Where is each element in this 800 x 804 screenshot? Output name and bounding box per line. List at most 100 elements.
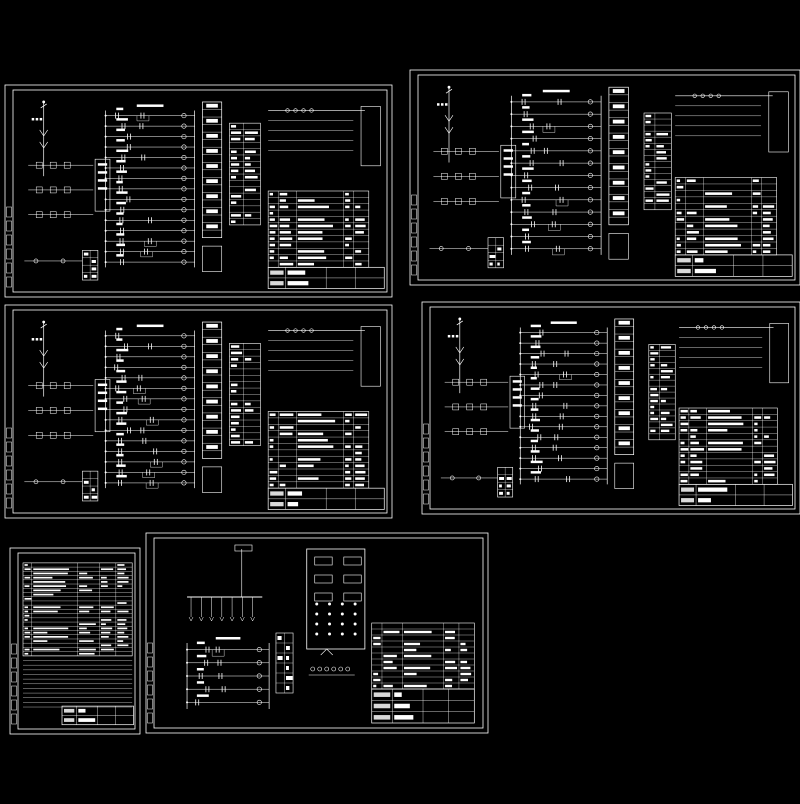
text-mark: [33, 636, 69, 638]
text-mark: [445, 660, 456, 664]
coil-symbol: [60, 479, 66, 485]
text-mark: [708, 409, 730, 413]
text-mark: [690, 435, 696, 438]
text-mark: [373, 642, 381, 646]
text-mark: [618, 426, 630, 431]
coil-symbol: [256, 686, 262, 692]
text-mark: [24, 627, 28, 630]
text-mark: [279, 413, 294, 416]
text-mark: [680, 409, 688, 413]
coil-symbol: [587, 123, 593, 129]
text-mark: [762, 218, 773, 221]
transformer-symbol: [39, 349, 48, 357]
text-mark: [297, 464, 314, 468]
text-mark: [196, 641, 205, 645]
text-mark: [100, 623, 106, 626]
text-mark: [279, 218, 291, 221]
sheet-inner-border: [12, 309, 388, 514]
text-mark: [279, 262, 294, 266]
text-mark: [206, 399, 218, 404]
coil-symbol: [285, 328, 290, 333]
text-mark: [117, 581, 129, 583]
text-mark: [394, 715, 414, 720]
text-mark: [404, 666, 431, 670]
coil-symbol: [587, 148, 593, 154]
text-mark: [345, 445, 351, 448]
text-mark: [24, 610, 29, 613]
text-mark: [441, 103, 444, 106]
text-mark: [100, 585, 108, 587]
text-mark: [206, 209, 218, 214]
text-mark: [116, 327, 123, 331]
text-mark: [764, 467, 773, 470]
coil-symbol: [181, 469, 187, 475]
text-mark: [345, 432, 352, 436]
text-mark: [530, 418, 540, 422]
text-mark: [612, 165, 625, 170]
text-mark: [35, 117, 39, 121]
node-dot: [519, 352, 522, 355]
text-mark: [355, 218, 365, 221]
text-mark: [297, 432, 324, 436]
text-mark: [286, 656, 290, 660]
text-mark: [447, 334, 451, 338]
text-mark: [24, 648, 30, 651]
text-mark: [116, 359, 124, 362]
relay-contact: [63, 161, 71, 169]
node-dot: [104, 460, 107, 463]
margin-cell: [411, 250, 417, 262]
relay-contact: [455, 173, 462, 180]
relay-contact: [441, 198, 448, 205]
text-mark: [618, 381, 630, 385]
relay-contact: [441, 148, 448, 155]
text-mark: [660, 364, 668, 367]
text-mark: [754, 422, 758, 426]
text-mark: [206, 224, 218, 229]
text-mark: [522, 191, 531, 195]
text-mark: [269, 211, 274, 215]
text-mark: [530, 335, 542, 338]
coil-symbol: [594, 372, 600, 378]
text-mark: [79, 648, 96, 651]
text-mark: [705, 250, 728, 253]
margin-cell: [6, 455, 12, 467]
text-mark: [656, 132, 669, 136]
text-mark: [656, 145, 664, 148]
text-mark: [116, 390, 127, 394]
text-mark: [33, 576, 53, 579]
node-dot: [519, 457, 522, 460]
text-mark: [269, 483, 274, 487]
text-mark: [497, 247, 502, 251]
text-mark: [680, 416, 686, 419]
text-mark: [270, 491, 284, 496]
text-mark: [754, 435, 758, 438]
text-mark: [345, 464, 349, 468]
text-mark: [297, 199, 315, 202]
relay-contact: [49, 186, 57, 194]
text-mark: [460, 678, 469, 682]
node-dot: [104, 135, 107, 138]
coil-symbol: [181, 448, 187, 454]
text-mark: [355, 445, 363, 448]
text-mark: [754, 479, 758, 483]
node-dot: [510, 100, 513, 103]
text-mark: [686, 250, 698, 253]
node-dot: [104, 408, 107, 411]
panel-indicator: [328, 612, 332, 616]
relay-contact: [35, 432, 43, 439]
text-mark: [522, 228, 530, 232]
text-mark: [705, 237, 738, 241]
margin-cell: [147, 712, 153, 724]
text-mark: [269, 218, 275, 221]
text-mark: [230, 389, 237, 393]
text-mark: [117, 619, 127, 621]
relay-contact: [49, 382, 57, 389]
text-mark: [612, 89, 625, 93]
text-mark: [116, 254, 124, 257]
text-mark: [460, 660, 468, 664]
coil-symbol: [181, 144, 187, 150]
text-mark: [116, 369, 126, 373]
text-mark: [383, 684, 393, 688]
